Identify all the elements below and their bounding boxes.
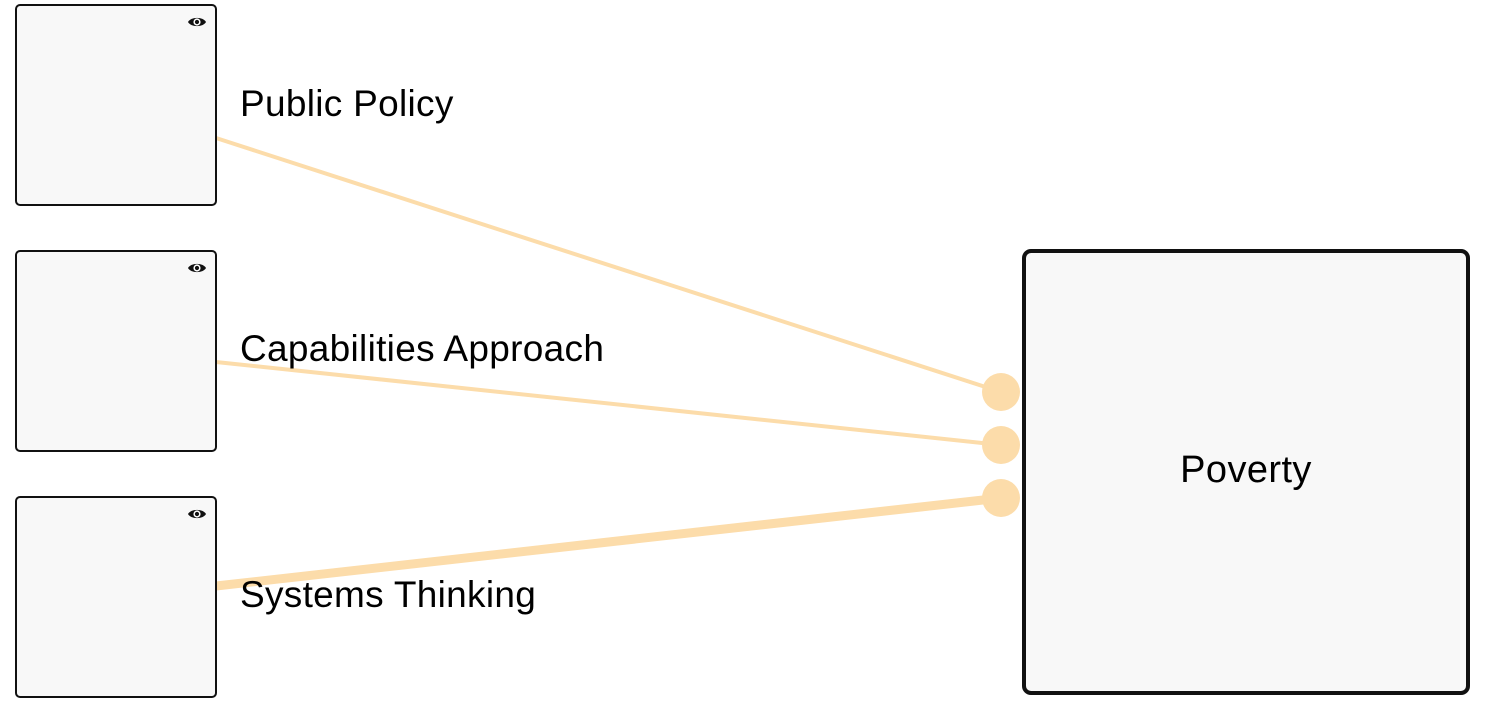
eye-icon[interactable] [187,261,207,275]
eye-icon[interactable] [187,507,207,521]
node-capabilities-approach[interactable] [15,250,217,452]
node-label-public-policy: Public Policy [240,83,454,124]
link-endpoint-systems-thinking[interactable] [982,479,1020,517]
node-label-systems-thinking: Systems Thinking [240,574,537,615]
link-capabilities-approach[interactable] [214,360,1003,447]
node-poverty[interactable]: Poverty [1022,249,1470,695]
eye-icon[interactable] [187,15,207,29]
node-public-policy[interactable] [15,4,217,206]
link-public-policy[interactable] [214,136,1003,394]
link-endpoint-public-policy[interactable] [982,373,1020,411]
link-endpoint-capabilities-approach[interactable] [982,426,1020,464]
node-label-capabilities-approach: Capabilities Approach [240,328,605,369]
node-label-poverty: Poverty [1180,449,1312,491]
node-systems-thinking[interactable] [15,496,217,698]
link-systems-thinking[interactable] [211,493,1006,591]
